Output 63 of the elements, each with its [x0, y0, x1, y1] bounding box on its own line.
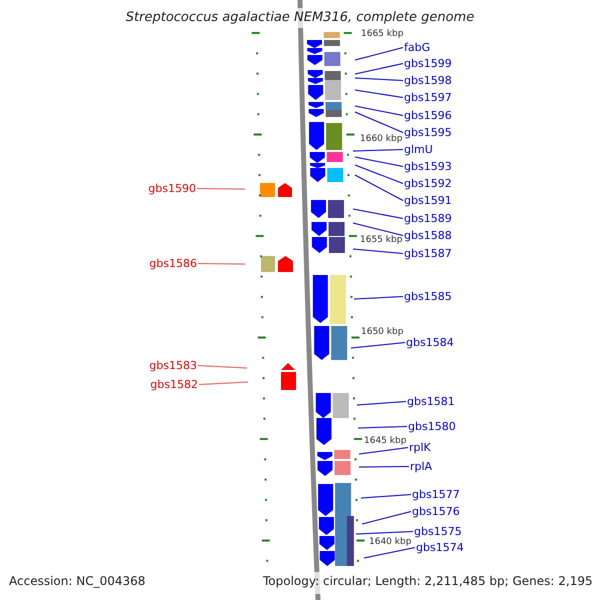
gene-label: gbs1581: [407, 395, 455, 408]
position-label: 1645 kbp: [364, 436, 406, 447]
footer-text: Topology: circular; Length: 2,211,485 bp; Genes: 2,195: [263, 575, 593, 588]
leader-line: [352, 149, 404, 152]
leader-line: [196, 188, 246, 190]
gene-label: fabG: [404, 41, 430, 54]
gene-label: gbs1583: [149, 359, 197, 372]
gene-label: glmU: [404, 143, 433, 156]
leader-line: [352, 208, 404, 219]
leader-line: [350, 342, 406, 348]
leader-line: [354, 106, 404, 116]
leader-line: [354, 296, 404, 300]
gene-label: gbs1599: [404, 57, 452, 70]
leader-line: [354, 63, 404, 74]
gene-label: gbs1574: [416, 541, 464, 554]
position-label: 1655 kbp: [360, 235, 402, 246]
gene-label: gbs1580: [408, 420, 456, 433]
gene-label: gbs1582: [150, 378, 198, 391]
leader-line: [360, 494, 412, 498]
gene-label: rplK: [409, 441, 431, 454]
title: Streptococcus agalactiae NEM316, complete genome: [126, 10, 474, 26]
leader-line: [356, 531, 414, 534]
gene-label: gbs1587: [404, 247, 452, 260]
gene-label: gbs1596: [404, 109, 452, 122]
leader-line: [362, 511, 412, 524]
gene-label: gbs1577: [412, 488, 460, 501]
leader-line: [198, 382, 248, 385]
leader-line: [354, 78, 404, 81]
gene-label: gbs1597: [404, 91, 452, 104]
gene-label: gbs1584: [406, 336, 454, 349]
leader-line: [358, 466, 410, 468]
footer-text: Accession: NC_004368: [9, 575, 146, 588]
leader-line: [364, 547, 416, 558]
position-label: 1660 kbp: [360, 134, 402, 145]
gene-label: gbs1585: [404, 290, 452, 303]
leader-line: [198, 365, 248, 368]
gene-label: gbs1575: [414, 525, 462, 538]
leader-line: [354, 47, 404, 60]
gene-label: gbs1593: [404, 160, 452, 173]
gene-label: gbs1595: [404, 126, 452, 139]
leader-line: [354, 174, 404, 201]
gene-label: gbs1588: [404, 229, 452, 242]
leader-line: [354, 90, 404, 98]
leader-line: [358, 447, 408, 454]
gene-label: gbs1590: [148, 182, 196, 195]
gene-label: gbs1591: [404, 194, 452, 207]
leader-line: [354, 112, 404, 133]
leader-line: [356, 401, 406, 406]
gene-label: gbs1589: [404, 212, 452, 225]
gene-label: gbs1586: [149, 257, 197, 270]
leader-line: [198, 263, 246, 264]
leader-line: [352, 248, 404, 254]
gene-label: gbs1598: [404, 74, 452, 87]
position-label: 1650 kbp: [361, 327, 404, 338]
gene-label: gbs1592: [404, 177, 452, 190]
position-label: 1665 kbp: [361, 29, 404, 40]
leader-line: [358, 426, 408, 428]
leader-line: [354, 156, 404, 167]
leader-line: [354, 164, 404, 184]
position-label: 1640 kbp: [369, 537, 412, 548]
gene-label: rplA: [410, 460, 432, 473]
gene-label: gbs1576: [412, 505, 460, 518]
leader-line: [352, 222, 404, 236]
